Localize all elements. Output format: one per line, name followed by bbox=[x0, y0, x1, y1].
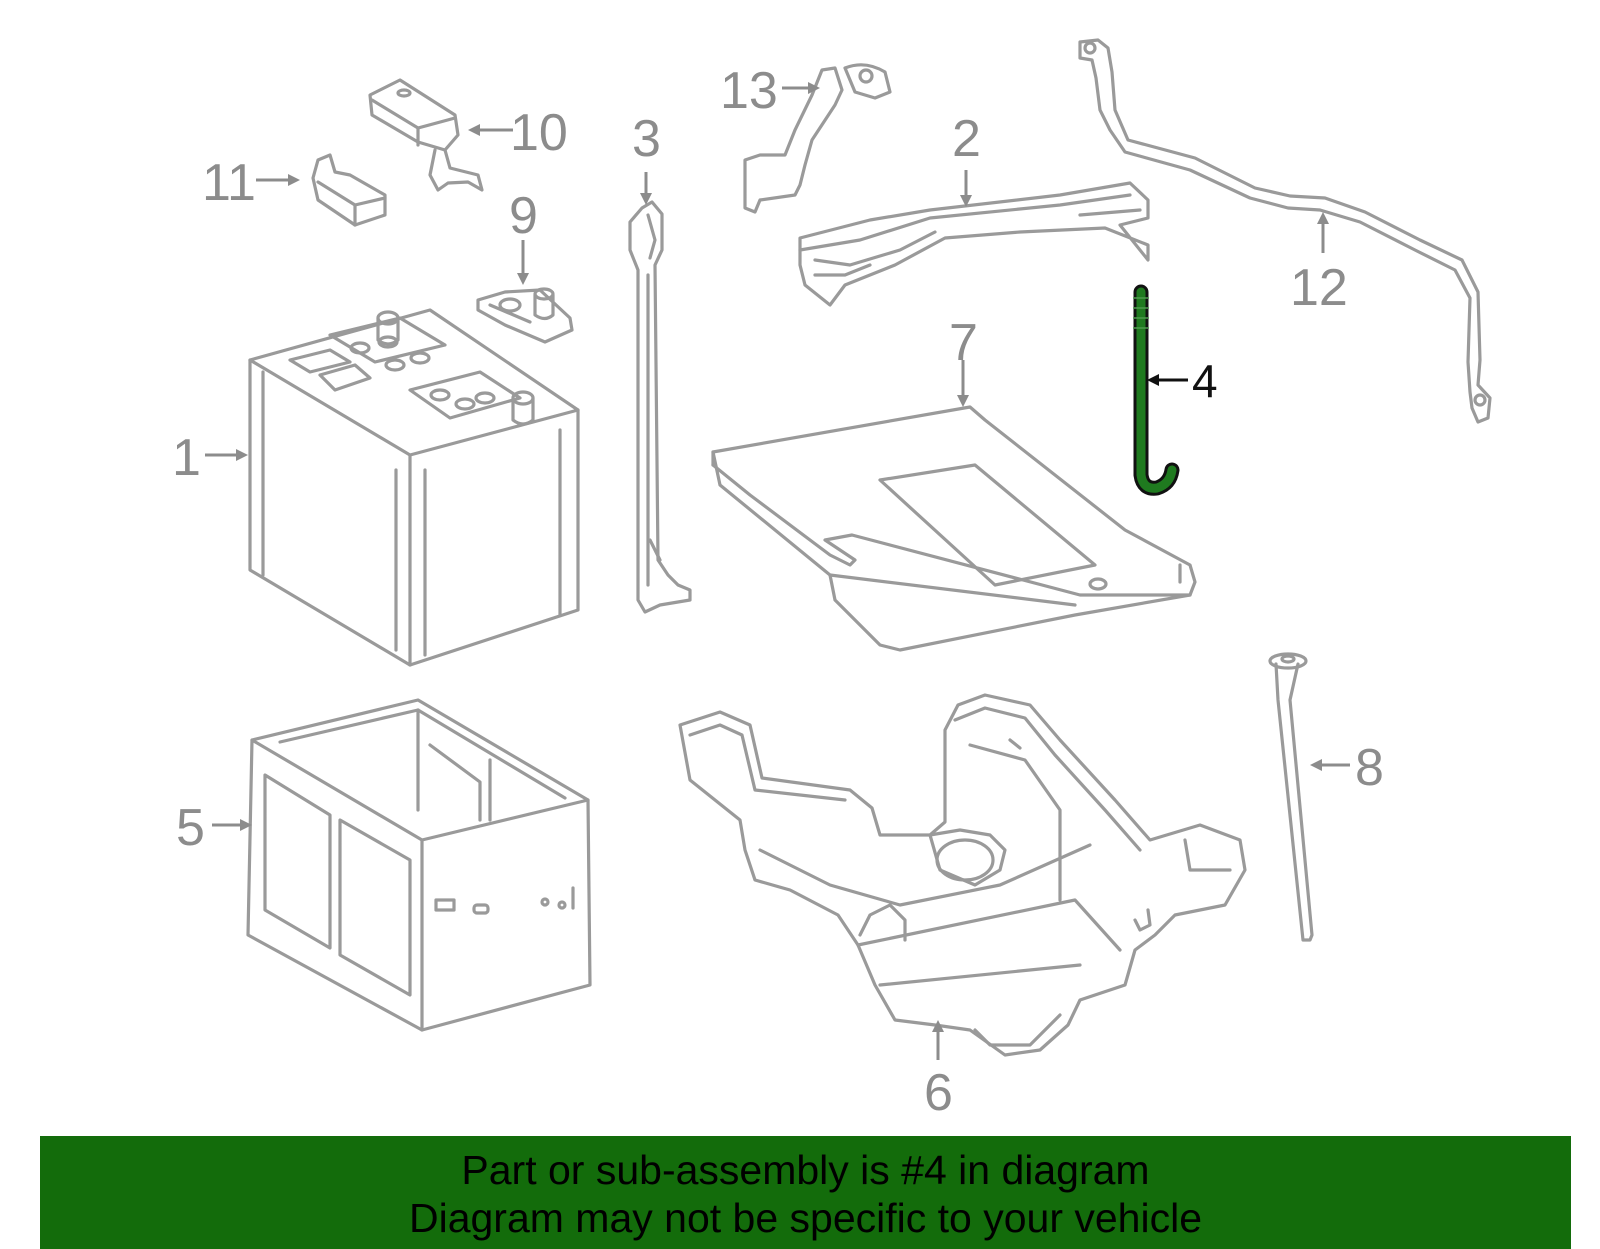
callout-arrows bbox=[205, 82, 1350, 1060]
callout-2: 2 bbox=[952, 110, 981, 168]
part-tray-mat bbox=[711, 405, 1197, 652]
part-bracket bbox=[476, 287, 574, 344]
part-battery-box bbox=[246, 698, 592, 1032]
callout-8: 8 bbox=[1355, 739, 1384, 797]
callout-3: 3 bbox=[632, 110, 661, 168]
callout-6: 6 bbox=[924, 1064, 953, 1122]
callout-7: 7 bbox=[949, 314, 978, 372]
callout-11: 11 bbox=[202, 154, 256, 212]
part-small-cover bbox=[311, 153, 387, 227]
part-terminal-cover bbox=[368, 78, 484, 192]
part-ground-cable bbox=[1078, 38, 1492, 424]
callout-labels: 1 2 3 4 5 6 7 8 9 10 11 12 13 bbox=[172, 62, 1384, 1122]
callout-10: 10 bbox=[510, 104, 568, 162]
part-clamp-bolt bbox=[628, 200, 692, 614]
callout-13: 13 bbox=[720, 62, 778, 120]
part-battery bbox=[248, 308, 580, 667]
callout-9: 9 bbox=[509, 187, 538, 245]
callout-1: 1 bbox=[172, 429, 201, 487]
callout-5: 5 bbox=[176, 799, 205, 857]
part-rod bbox=[1268, 652, 1314, 942]
banner-disclaimer: Diagram may not be specific to your vehi… bbox=[408, 1195, 1202, 1241]
parts-diagram: 1 2 3 4 5 6 7 8 9 10 11 12 13 bbox=[172, 38, 1492, 1122]
part-j-bolt-highlighted[interactable] bbox=[1133, 284, 1180, 496]
callout-4: 4 bbox=[1192, 355, 1218, 407]
banner-part-note: Part or sub-assembly is #4 in diagram bbox=[461, 1147, 1150, 1193]
callout-12: 12 bbox=[1290, 259, 1348, 317]
part-battery-tray bbox=[678, 693, 1247, 1057]
part-hold-down-bracket bbox=[798, 181, 1150, 307]
info-banner: Part or sub-assembly is #4 in diagram Di… bbox=[40, 1136, 1571, 1249]
part-terminal-cable bbox=[743, 63, 892, 214]
